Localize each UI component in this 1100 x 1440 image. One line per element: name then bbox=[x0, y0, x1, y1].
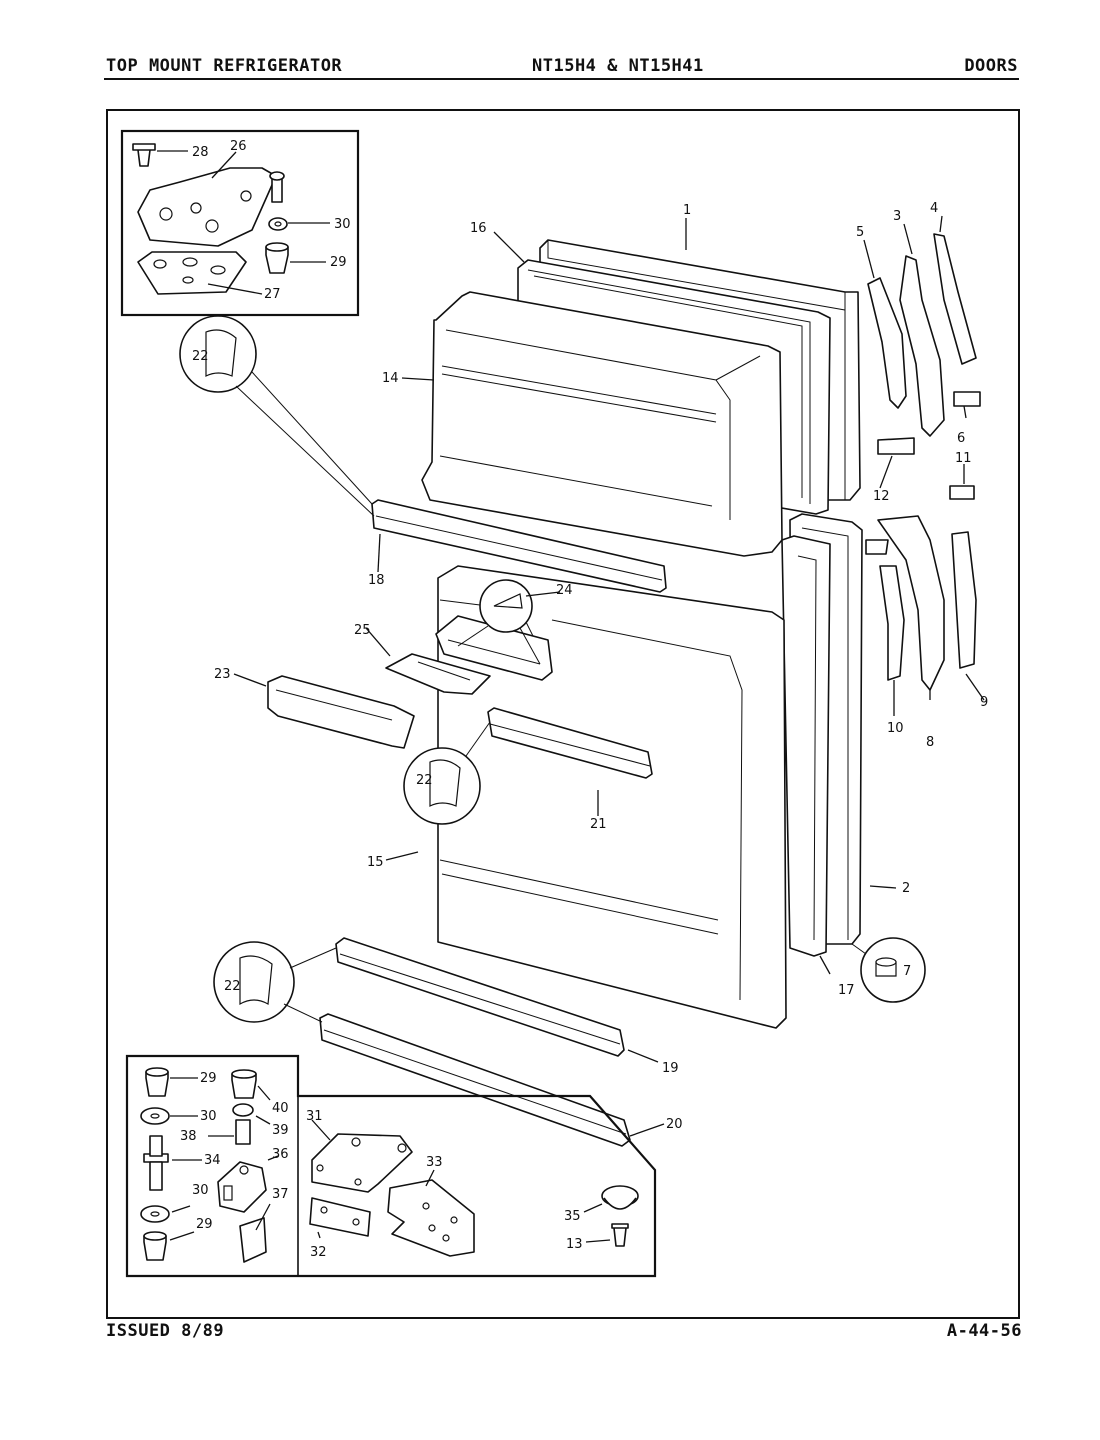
callout-2: 2 bbox=[902, 881, 910, 896]
door-seal-strips bbox=[865, 233, 981, 691]
callout-22-bottom: 22 bbox=[224, 979, 241, 994]
callout-36: 36 bbox=[272, 1147, 289, 1162]
callout-40: 40 bbox=[272, 1101, 289, 1116]
fresh-food-door-assembly bbox=[267, 513, 863, 1147]
callout-29-top: 29 bbox=[330, 255, 347, 270]
callout-30-mid: 30 bbox=[200, 1109, 217, 1124]
callout-10: 10 bbox=[887, 721, 904, 736]
callout-26: 26 bbox=[230, 139, 247, 154]
callout-5: 5 bbox=[856, 225, 864, 240]
callout-25: 25 bbox=[354, 623, 371, 638]
leader-lines bbox=[233, 215, 985, 1137]
callout-16: 16 bbox=[470, 221, 487, 236]
callout-22-top: 22 bbox=[192, 349, 209, 364]
callout-7: 7 bbox=[903, 964, 911, 979]
callout-24: 24 bbox=[556, 583, 573, 598]
footer-page-code: A-44-56 bbox=[946, 1321, 1022, 1341]
detail-circle-24 bbox=[457, 579, 541, 665]
callout-9: 9 bbox=[980, 695, 988, 710]
header-rule bbox=[104, 78, 1019, 80]
callout-39: 39 bbox=[272, 1123, 289, 1138]
callout-14: 14 bbox=[382, 371, 399, 386]
callout-19: 19 bbox=[662, 1061, 679, 1076]
callout-30-bottom: 30 bbox=[192, 1183, 209, 1198]
callout-29-mid: 29 bbox=[200, 1071, 217, 1086]
detail-circle-22-bottom bbox=[213, 941, 337, 1023]
detail-circle-7 bbox=[851, 937, 926, 1003]
callout-23: 23 bbox=[214, 667, 231, 682]
header-section: DOORS bbox=[964, 56, 1018, 76]
freezer-door-assembly bbox=[371, 239, 861, 593]
callout-31: 31 bbox=[306, 1109, 323, 1124]
callout-15: 15 bbox=[367, 855, 384, 870]
callout-30-top: 30 bbox=[334, 217, 351, 232]
diagram-frame bbox=[106, 109, 1020, 1319]
callout-6: 6 bbox=[957, 431, 965, 446]
detail-circle-22-top bbox=[179, 315, 375, 517]
callout-4: 4 bbox=[930, 201, 938, 216]
callout-33: 33 bbox=[426, 1155, 443, 1170]
callout-12: 12 bbox=[873, 489, 890, 504]
callout-29-bottom: 29 bbox=[196, 1217, 213, 1232]
callout-18: 18 bbox=[368, 573, 385, 588]
callout-28: 28 bbox=[192, 145, 209, 160]
callout-35: 35 bbox=[564, 1209, 581, 1224]
header-model-numbers: NT15H4 & NT15H41 bbox=[532, 56, 704, 76]
callout-20: 20 bbox=[666, 1117, 683, 1132]
callout-labels: 1 2 3 4 5 6 7 8 9 10 11 12 13 14 15 16 1… bbox=[180, 139, 988, 1260]
callout-13: 13 bbox=[566, 1237, 583, 1252]
detail-circle-22-mid bbox=[403, 721, 491, 825]
header-title: TOP MOUNT REFRIGERATOR bbox=[106, 56, 343, 76]
callout-21: 21 bbox=[590, 817, 607, 832]
callout-11: 11 bbox=[955, 451, 972, 466]
inset-top-hinge bbox=[120, 129, 360, 317]
callout-22-mid: 22 bbox=[416, 773, 433, 788]
callout-8: 8 bbox=[926, 735, 934, 750]
callout-32: 32 bbox=[310, 1245, 327, 1260]
callout-1: 1 bbox=[683, 203, 691, 218]
callout-3: 3 bbox=[893, 209, 901, 224]
footer-issued-date: ISSUED 8/89 bbox=[106, 1321, 225, 1341]
inset-bottom-hinge bbox=[125, 1054, 657, 1278]
callout-17: 17 bbox=[838, 983, 855, 998]
callout-34: 34 bbox=[204, 1153, 221, 1168]
callout-27: 27 bbox=[264, 287, 281, 302]
callout-38: 38 bbox=[180, 1129, 197, 1144]
callout-37: 37 bbox=[272, 1187, 289, 1202]
